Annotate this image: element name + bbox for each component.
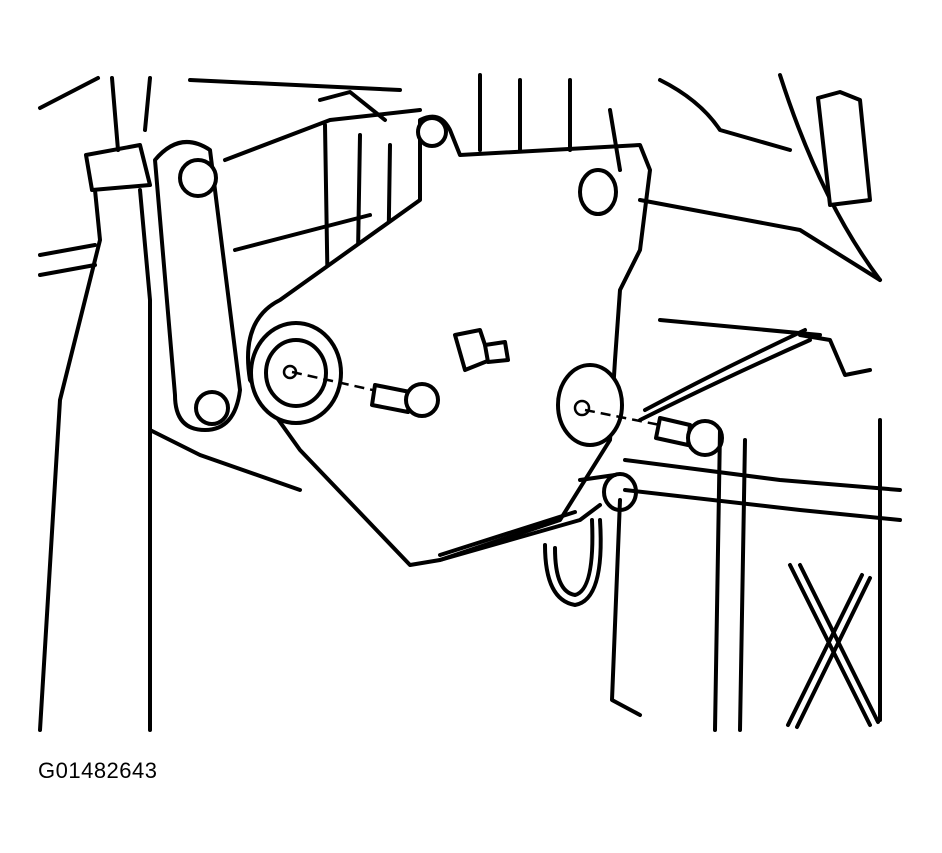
screw-right bbox=[584, 408, 724, 457]
figure-id-caption: G01482643 bbox=[38, 758, 158, 783]
screw-left bbox=[291, 370, 440, 418]
right-housing bbox=[478, 73, 902, 732]
x-mark bbox=[786, 563, 880, 729]
mounting-bracket bbox=[246, 114, 652, 567]
wire-harness bbox=[438, 328, 872, 607]
left-panel-outline bbox=[38, 76, 402, 732]
linkage-arm bbox=[148, 140, 302, 492]
